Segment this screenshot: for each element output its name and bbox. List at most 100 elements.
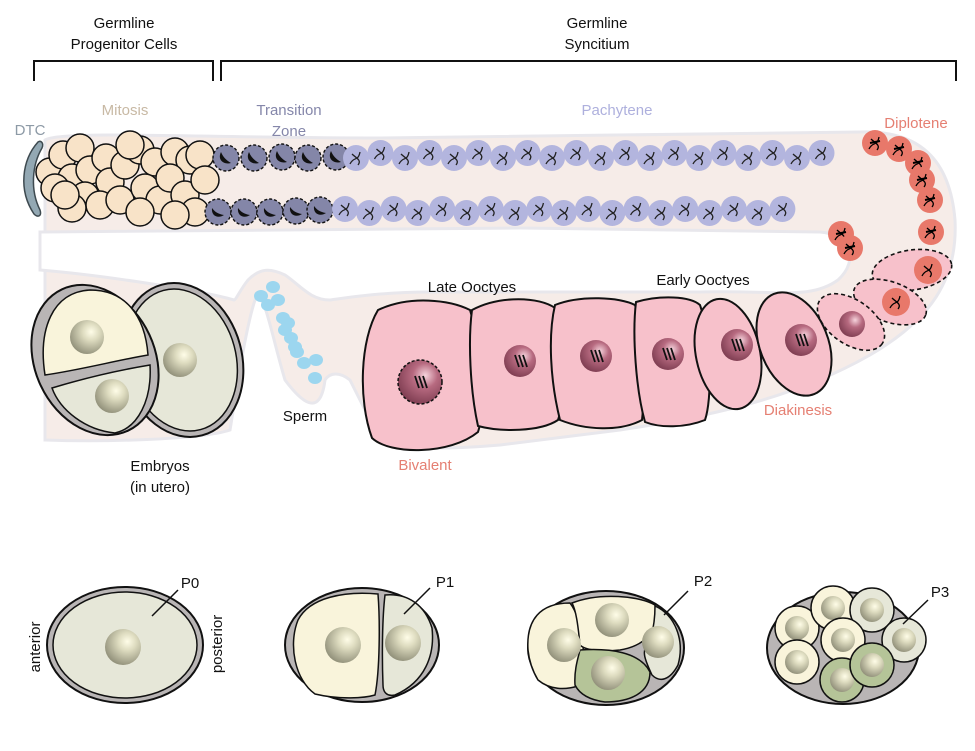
chromosome-glyph [915, 173, 927, 188]
chromosome-glyph [594, 151, 606, 166]
diplotene-cells [828, 130, 944, 261]
chromosome-glyph [459, 206, 472, 221]
embryo-nucleus [70, 320, 104, 354]
embryo-p3 [766, 585, 929, 705]
progenitor-label-line2: Progenitor Cells [71, 36, 178, 53]
chromosome-glyph [814, 146, 827, 161]
chromosome-glyph [893, 146, 905, 150]
nucleus [830, 668, 854, 692]
embryo-p0 [46, 586, 204, 704]
chromosome-glyph [435, 202, 447, 217]
chromosome-glyph [751, 206, 763, 221]
transition-cell [230, 198, 258, 226]
nucleus [591, 656, 625, 690]
chromosome-glyph [362, 206, 374, 221]
bivalent-glyph [731, 338, 737, 352]
late-oocytes-label: Late Ooctyes [428, 279, 516, 296]
chromosome-glyph [692, 151, 704, 166]
chromosome-glyph [741, 151, 753, 166]
bivalent-glyph [590, 349, 596, 363]
transition-cell [212, 144, 240, 172]
crescent-chromatin [211, 208, 224, 217]
chromosome-glyph [869, 140, 881, 144]
anterior-label: anterior [27, 622, 44, 673]
embryo-nucleus [163, 343, 197, 377]
sperm-cell [297, 357, 311, 369]
crescent-chromatin [247, 152, 259, 164]
oocyte-nucleus [652, 338, 684, 370]
nucleus [547, 628, 581, 662]
p1-pointer-line [403, 587, 431, 615]
bivalent-glyph [514, 354, 520, 368]
sperm-cell [254, 290, 268, 302]
sperm-cell [309, 354, 323, 366]
embryos-in-utero [30, 282, 245, 438]
bivalent-glyph [795, 333, 801, 347]
syncitium-label-line1: Germline [567, 15, 628, 32]
chromosome-glyph [765, 146, 778, 161]
nucleus [892, 628, 916, 652]
nucleus [785, 650, 809, 674]
early-oocytes-label: Early Ooctyes [656, 272, 749, 289]
chromosome-glyph [868, 136, 880, 151]
transition-cell [256, 198, 284, 226]
crescent-chromatin [329, 151, 341, 163]
oocyte-nucleus [785, 324, 817, 356]
oocyte-nucleus [397, 359, 443, 405]
chromosome-glyph [338, 202, 350, 217]
bivalent-glyph [739, 338, 745, 352]
embryos-label-line1: Embryos [130, 458, 189, 475]
chromosome-glyph [422, 146, 435, 161]
mitotic-cell [185, 140, 215, 170]
syncitium-label-line2: Syncitium [564, 36, 629, 53]
transition-cell [240, 144, 268, 172]
embryos-label-line2: (in utero) [130, 479, 190, 496]
transition-cell [268, 143, 296, 171]
nucleus [860, 653, 884, 677]
bivalent-glyph [666, 347, 672, 361]
nucleus [821, 596, 845, 620]
chromosome-glyph [924, 197, 936, 201]
chromosome-glyph [654, 206, 666, 221]
sperm-cell [284, 332, 298, 344]
p3-pointer-line [902, 599, 929, 625]
chromosome-glyph [496, 151, 508, 166]
chromosome-glyph [716, 146, 729, 161]
bivalent-glyph [522, 354, 528, 368]
embryo-p1 [284, 587, 440, 703]
oocyte-nucleus [504, 345, 536, 377]
p3-label: P3 [931, 584, 949, 601]
pachytene-label: Pachytene [582, 102, 653, 119]
transition-cell [204, 198, 232, 226]
chromosome-glyph [532, 202, 545, 217]
transition-zone-cells [204, 143, 350, 226]
oocyte-nuclei [397, 324, 817, 405]
mitotic-cell [125, 197, 155, 227]
sperm-label: Sperm [283, 408, 327, 425]
nucleus [105, 629, 141, 665]
chromosome-glyph [349, 151, 361, 166]
bivalent-glyph [422, 375, 428, 389]
chromosome-glyph [790, 151, 802, 166]
bivalent-glyph [418, 375, 424, 389]
bivalent-glyph [518, 354, 524, 368]
chromosome-glyph [667, 146, 680, 161]
bivalent-glyph [414, 375, 420, 389]
bivalent-glyph [803, 333, 809, 347]
chromosome-glyph [605, 206, 617, 221]
diakinesis-nuclei [839, 256, 942, 337]
syncitium-bracket [220, 60, 957, 81]
diakinesis-label: Diakinesis [764, 402, 832, 419]
chromosome-glyph [678, 202, 690, 217]
nucleus [385, 625, 421, 661]
chromosome-glyph [411, 206, 423, 221]
sperm-cell [308, 372, 322, 384]
sperm-cells [254, 281, 323, 384]
chromosome-glyph [508, 206, 520, 221]
crescent-chromatin [263, 208, 276, 217]
chromosome-glyph [924, 225, 936, 240]
chromosome-glyph [520, 146, 533, 161]
embryo-nucleus [95, 379, 129, 413]
transition-cell [294, 144, 322, 172]
